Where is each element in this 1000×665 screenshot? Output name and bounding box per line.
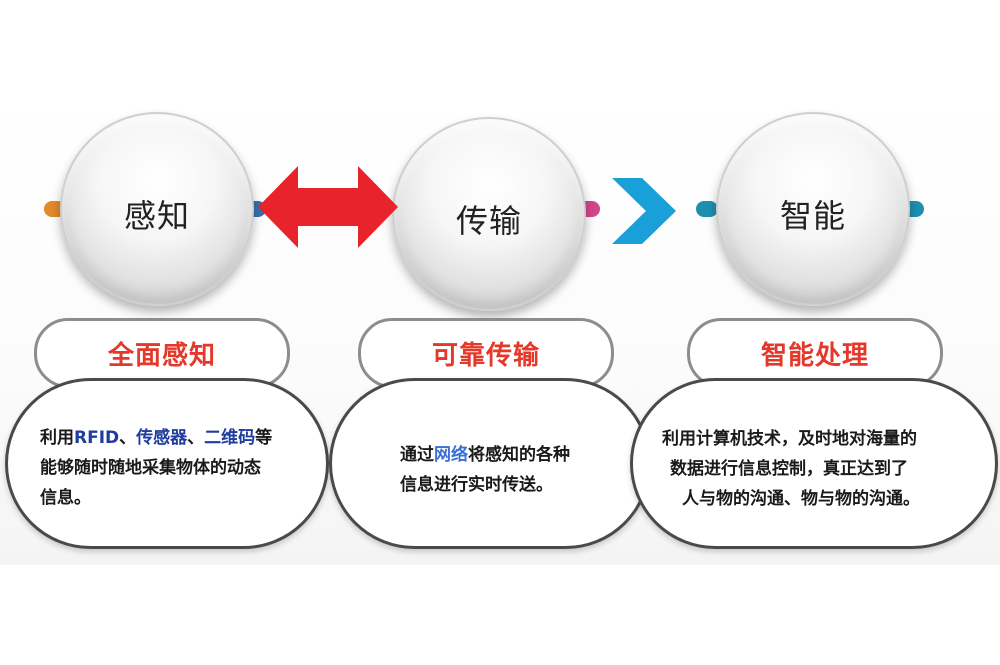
description-1: 利用RFID、传感器、二维码等 能够随时随地采集物体的动态 信息。 [40, 423, 272, 513]
header-pill-2: 可靠传输 [358, 318, 614, 388]
header-pill-3: 智能处理 [687, 318, 943, 388]
circle-intelligence: 智能 [716, 112, 910, 306]
description-1-line3: 信息。 [40, 488, 91, 508]
description-2: 通过网络将感知的各种 信息进行实时传送。 [400, 440, 570, 500]
description-3-line3: 人与物的沟通、物与物的沟通。 [682, 489, 920, 509]
double-arrow-icon [258, 166, 398, 248]
circle-label-perception: 感知 [123, 197, 190, 235]
circle-label-intelligence: 智能 [779, 197, 846, 235]
header-label-3: 智能处理 [760, 340, 869, 371]
description-2-line1: 通过网络将感知的各种 [400, 445, 570, 465]
description-oval-2 [329, 378, 651, 549]
description-3-line1: 利用计算机技术，及时地对海量的 [662, 429, 917, 449]
description-2-line2: 信息进行实时传送。 [400, 475, 553, 495]
chevron-right-icon [612, 178, 676, 244]
highlight-rfid: RFID [74, 428, 120, 448]
circle-transmission: 传输 [392, 117, 586, 311]
description-oval-3 [630, 378, 998, 549]
description-1-line1: 利用RFID、传感器、二维码等 [40, 428, 273, 448]
description-1-line2: 能够随时随地采集物体的动态 [40, 458, 261, 478]
description-3: 利用计算机技术，及时地对海量的 数据进行信息控制，真正达到了 人与物的沟通、物与… [662, 424, 920, 514]
circle-label-transmission: 传输 [455, 202, 522, 240]
header-label-1: 全面感知 [107, 340, 216, 371]
highlight-network: 网络 [434, 445, 468, 465]
description-3-line2: 数据进行信息控制，真正达到了 [670, 459, 908, 479]
highlight-qrcode: 二维码 [204, 428, 256, 448]
tab-left-3 [696, 201, 718, 217]
header-label-2: 可靠传输 [431, 340, 540, 371]
circle-perception: 感知 [60, 112, 254, 306]
highlight-sensor: 传感器 [136, 428, 188, 448]
description-oval-1 [5, 378, 329, 549]
